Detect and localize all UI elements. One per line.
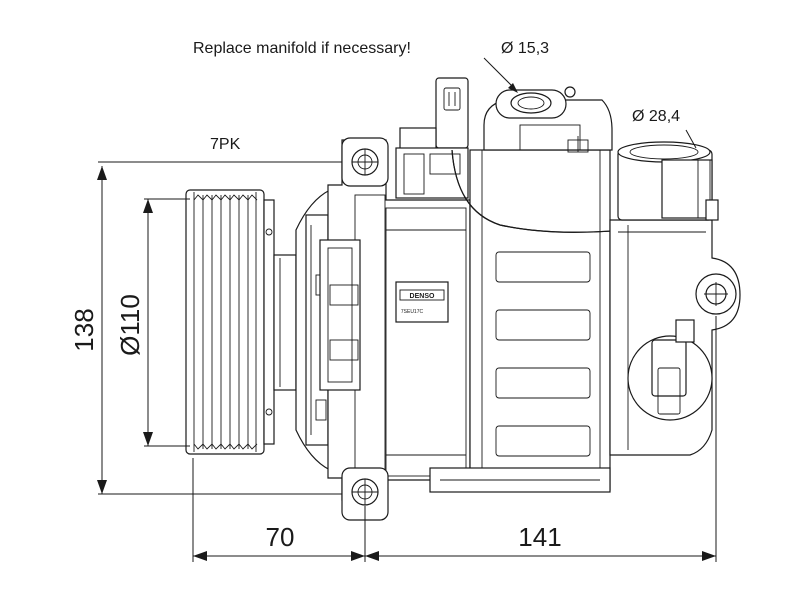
lower-mounting-boss	[341, 467, 389, 521]
label-brand: DENSO	[410, 293, 435, 300]
manifold-block	[483, 86, 613, 153]
upper-mounting-boss	[341, 137, 389, 187]
callouts: Replace manifold if necessary! Ø 15,3 Ø …	[98, 40, 697, 163]
electrical-connector	[395, 77, 469, 199]
dimension-horizontal: 70 141	[192, 316, 717, 562]
label-plate: DENSO 7SEU17C	[395, 281, 449, 323]
port-small-diameter-label: Ø 15,3	[501, 40, 549, 57]
dimension-overall-height: 138	[69, 166, 342, 495]
pulley-to-mount-value: 70	[266, 522, 295, 552]
belt-profile-label: 7PK	[210, 136, 241, 153]
compressor-body	[429, 149, 611, 493]
manifold-note: Replace manifold if necessary!	[193, 40, 411, 57]
pulley-diameter-value: Ø110	[115, 294, 145, 356]
pressure-sensor	[627, 319, 713, 421]
dimension-pulley-diameter: Ø110	[115, 198, 190, 447]
rear-mounting-ear	[695, 273, 737, 315]
overall-height-value: 138	[69, 308, 99, 351]
mount-to-rear-value: 141	[518, 522, 561, 552]
pulley	[185, 189, 275, 455]
manifold-arrowhead	[508, 83, 518, 93]
label-model: 7SEU17C	[401, 309, 424, 315]
port-large-diameter-label: Ø 28,4	[632, 108, 680, 125]
